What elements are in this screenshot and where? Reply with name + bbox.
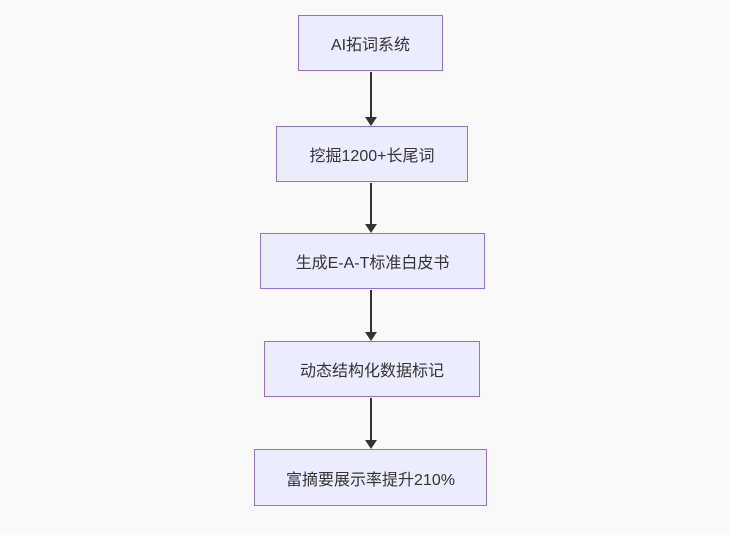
flow-node-label: 富摘要展示率提升210% — [286, 471, 455, 489]
edge-line-4 — [370, 398, 372, 440]
flow-node-label: 挖掘1200+长尾词 — [309, 148, 435, 165]
arrowhead-down-icon — [365, 224, 377, 233]
edge-line-3 — [370, 290, 372, 332]
flow-node-rich-snippet-result: 富摘要展示率提升210% — [254, 449, 487, 506]
edge-line-2 — [370, 183, 372, 224]
arrowhead-down-icon — [365, 440, 377, 449]
flow-node-ai-expansion-system: AI拓词系统 — [298, 15, 443, 71]
flow-node-label: 动态结构化数据标记 — [299, 363, 444, 380]
arrowhead-down-icon — [365, 117, 377, 126]
flow-node-eat-whitepaper: 生成E-A-T标准白皮书 — [260, 233, 485, 289]
flow-node-label: AI拓词系统 — [330, 37, 411, 54]
arrowhead-down-icon — [365, 332, 377, 341]
edge-line-1 — [370, 72, 372, 117]
flow-node-structured-data-markup: 动态结构化数据标记 — [264, 341, 480, 397]
flow-node-label: 生成E-A-T标准白皮书 — [295, 255, 450, 272]
flow-node-longtail-mining: 挖掘1200+长尾词 — [276, 126, 468, 182]
